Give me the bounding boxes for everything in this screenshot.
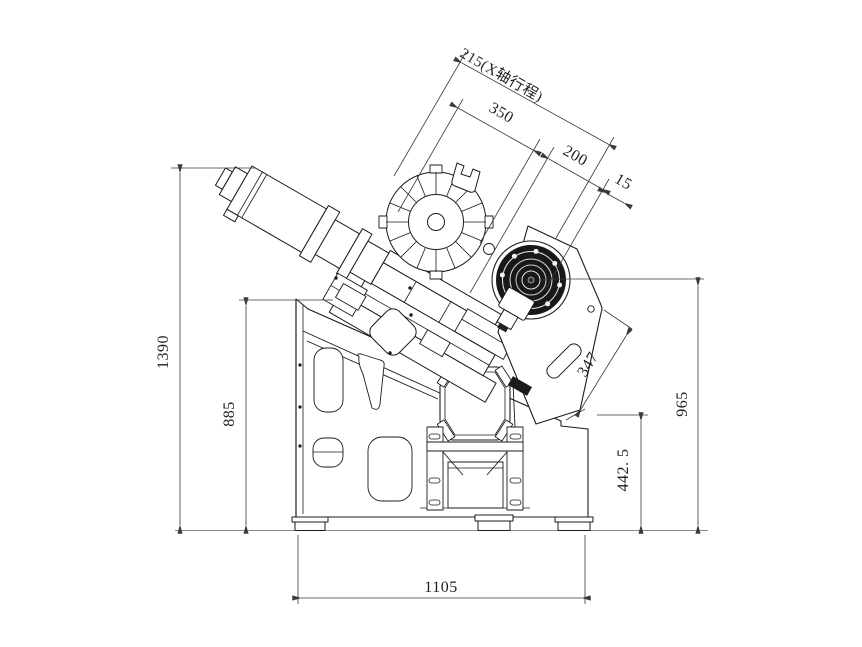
machine-drawing — [175, 162, 708, 531]
tool-turret-disc — [378, 162, 495, 280]
dim-label-200: 200 — [560, 142, 591, 169]
coupling-housing — [349, 240, 390, 285]
servo-motor — [214, 165, 390, 285]
saddle-pocket — [369, 308, 417, 356]
dim-line-15 — [597, 186, 633, 210]
dim-line-200 — [540, 152, 611, 196]
dimension-lines — [177, 56, 701, 601]
dim-label-442-5: 442. 5 — [615, 449, 632, 492]
dim-label-x-travel: 215(X轴行程) — [457, 45, 546, 106]
bed-wedge — [507, 376, 533, 396]
base-cutouts — [312, 347, 413, 502]
clamp-block — [419, 329, 451, 358]
dim-label-15: 15 — [612, 170, 635, 193]
dim-label-885: 885 — [221, 401, 238, 427]
machine-feet — [291, 514, 594, 531]
tool-block — [496, 287, 535, 333]
dim-line-347 — [574, 327, 633, 418]
tool-holder-claw — [451, 162, 481, 193]
dim-line-350 — [449, 101, 542, 157]
dim-label-350: 350 — [486, 99, 517, 126]
clamp-block — [335, 283, 367, 311]
spindle-chuck — [491, 240, 571, 333]
dim-label-965: 965 — [674, 391, 691, 417]
dim-label-1105: 1105 — [424, 579, 457, 596]
dim-label-1390: 1390 — [155, 335, 172, 369]
x-axis-slide-assembly — [214, 165, 506, 403]
base-sub-frame — [426, 426, 524, 511]
